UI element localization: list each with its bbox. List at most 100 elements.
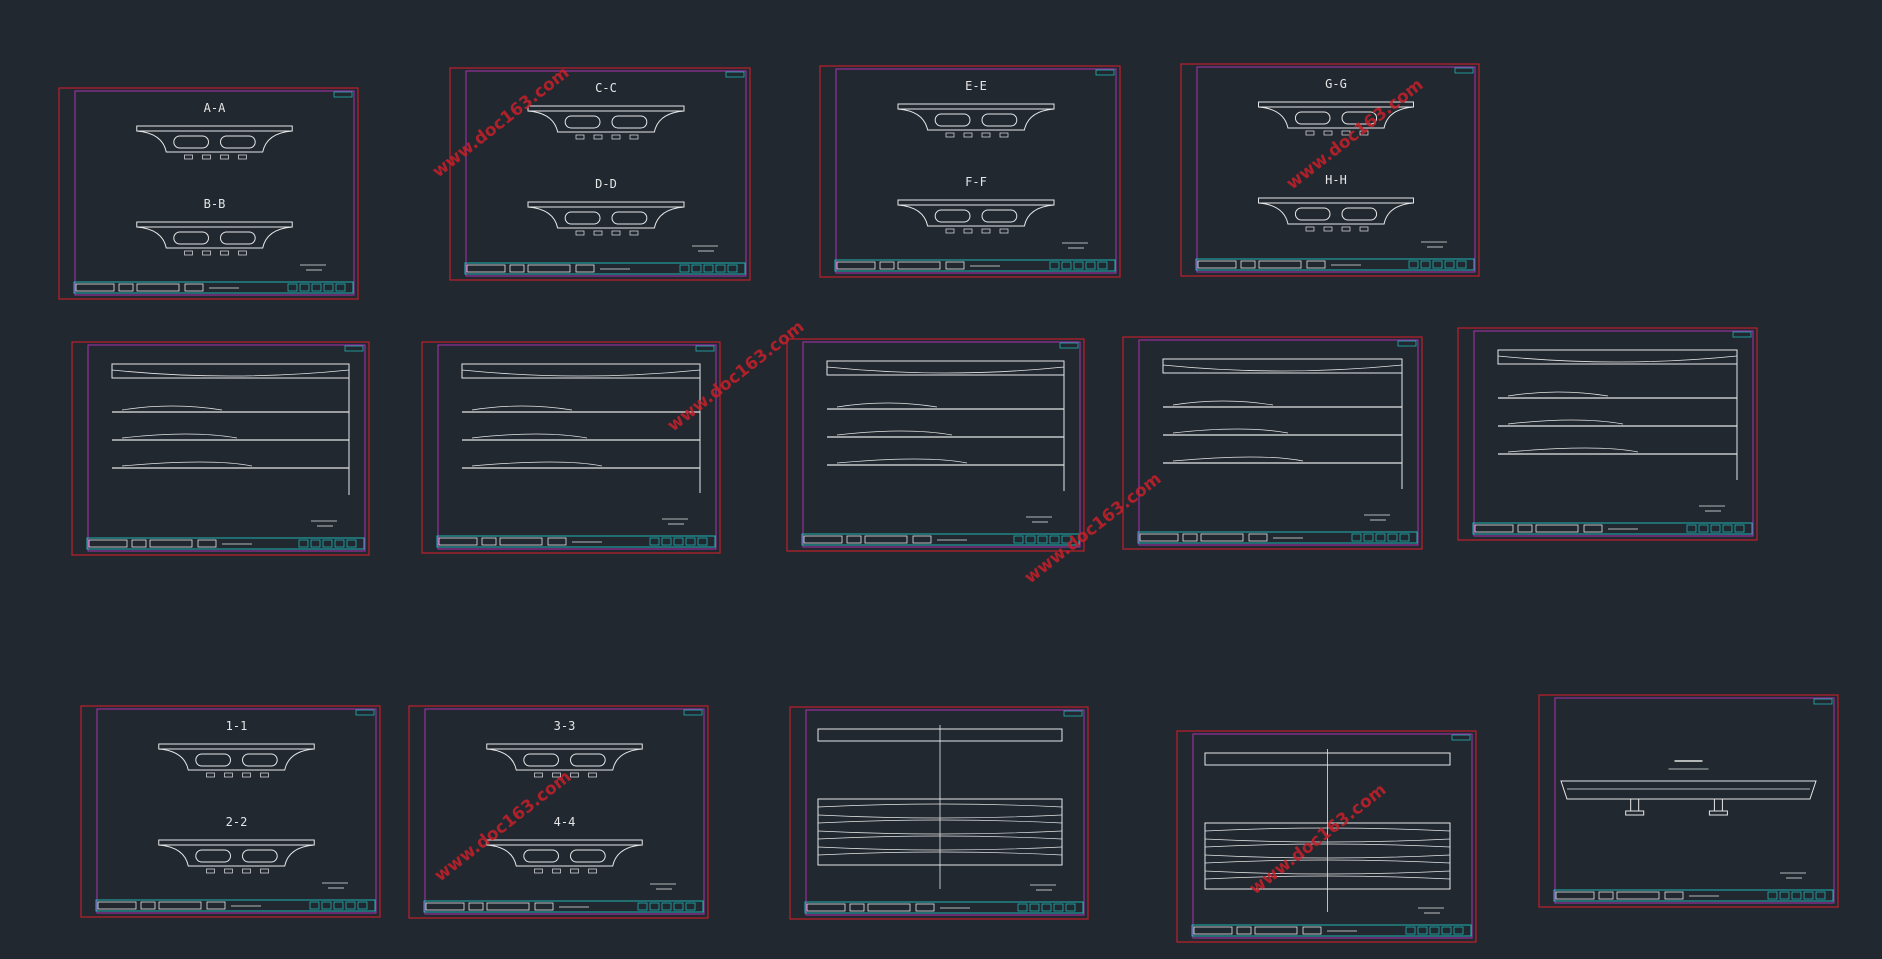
strand-line xyxy=(1204,827,1451,832)
title-block-logo xyxy=(425,902,465,911)
box-girder-outline xyxy=(136,226,293,249)
tendon-curve xyxy=(121,461,253,467)
title-block-cell xyxy=(727,264,738,273)
dimension-tag xyxy=(534,868,543,874)
sheet-number-tag xyxy=(1397,340,1417,347)
drawing-sheet[interactable]: 3-34-4 xyxy=(408,705,709,919)
title-block-cell xyxy=(1417,926,1428,935)
dimension-tag xyxy=(1341,130,1351,136)
tendon-curve xyxy=(836,430,953,436)
box-cell-left xyxy=(173,135,209,149)
dimension-tag xyxy=(1359,130,1369,136)
title-block-cell xyxy=(1236,926,1252,935)
title-block-cell xyxy=(310,539,321,548)
sheet-outer-frame xyxy=(819,65,1121,278)
box-girder-outline xyxy=(136,130,293,153)
drawing-sheet[interactable] xyxy=(421,341,721,554)
dimension-tag xyxy=(552,772,561,778)
title-block-cell xyxy=(1616,891,1660,900)
drawing-sheet[interactable]: E-EF-F xyxy=(819,65,1121,278)
title-block-cell xyxy=(486,902,530,911)
box-cell-right xyxy=(220,231,256,245)
deck-slab xyxy=(136,221,293,228)
sheet-inner-frame xyxy=(1196,66,1476,273)
drawing-sheet[interactable] xyxy=(1122,336,1423,550)
sheet-outer-frame xyxy=(789,706,1089,920)
title-block-frame xyxy=(95,899,376,912)
dimension-tag xyxy=(260,868,269,874)
strand-line xyxy=(817,819,1063,824)
drawing-sheet[interactable] xyxy=(1457,327,1758,541)
dimension-tag xyxy=(260,772,269,778)
sheet-inner-frame xyxy=(835,68,1117,274)
drawing-sheet[interactable] xyxy=(1176,730,1477,943)
sheet-inner-frame xyxy=(437,344,717,550)
deck-slab xyxy=(158,743,315,750)
tendon-curve xyxy=(121,405,223,411)
dimension-tag xyxy=(1359,226,1369,232)
box-cell-left xyxy=(1294,207,1331,221)
drawing-sheet[interactable] xyxy=(786,338,1085,552)
title-block-cell xyxy=(1029,903,1040,912)
sheet-outer-frame xyxy=(80,705,381,918)
title-block-frame xyxy=(1472,522,1753,535)
dimension-tag xyxy=(1323,226,1333,232)
box-cell-right xyxy=(1341,111,1378,125)
sheet-inner-frame xyxy=(465,70,747,277)
watermark: www.doc163.com xyxy=(1021,469,1166,588)
title-block-cell xyxy=(575,264,595,273)
title-block-cell xyxy=(867,903,911,912)
title-block xyxy=(1472,522,1753,535)
title-block-cell xyxy=(1429,926,1440,935)
drawing-sheet[interactable]: C-CD-D xyxy=(449,67,751,281)
box-cell-left xyxy=(934,209,971,223)
title-block-logo xyxy=(75,283,115,292)
sheet-outer-frame xyxy=(421,341,721,554)
box-cell-left xyxy=(523,753,560,767)
title-block-frame xyxy=(423,900,704,913)
dimension-tag xyxy=(945,132,955,138)
title-block-cell xyxy=(661,537,672,546)
strand-line xyxy=(817,851,1063,856)
dimension-tag xyxy=(945,228,955,234)
dimension-tag xyxy=(238,250,247,256)
title-block-cell xyxy=(1791,891,1802,900)
drawing-sheet[interactable] xyxy=(1538,694,1839,908)
dimension-tag xyxy=(202,154,211,160)
title-block xyxy=(73,281,354,294)
title-block xyxy=(1191,924,1472,937)
drawing-sheet[interactable]: 1-12-2 xyxy=(80,705,381,918)
strand-line xyxy=(1204,875,1451,880)
title-block-frame xyxy=(1553,889,1834,902)
sheet-outer-frame xyxy=(58,87,359,300)
drawing-sheet[interactable]: A-AB-B xyxy=(58,87,359,300)
title-block-cell xyxy=(715,264,726,273)
section-label: C-C xyxy=(595,81,617,95)
title-block xyxy=(436,535,716,548)
dimension-tag xyxy=(611,134,621,140)
title-block-cell xyxy=(661,902,672,911)
tendon-curve xyxy=(121,433,238,439)
box-cell-right xyxy=(1341,207,1378,221)
drawing-sheet[interactable] xyxy=(789,706,1089,920)
title-block-cell xyxy=(1779,891,1790,900)
pier-footing xyxy=(1625,810,1645,816)
dimension-tag xyxy=(224,772,233,778)
title-block-cell xyxy=(323,283,334,292)
title-block-cell xyxy=(1017,903,1028,912)
drawing-sheet[interactable] xyxy=(71,341,370,556)
sheet-outer-frame xyxy=(1538,694,1839,908)
drawing-sheet[interactable]: G-GH-H xyxy=(1180,63,1480,277)
title-block-logo xyxy=(1139,533,1179,542)
section-label: G-G xyxy=(1325,77,1347,91)
title-block-cell xyxy=(509,264,525,273)
title-block-cell xyxy=(1013,535,1024,544)
title-block-logo xyxy=(806,903,846,912)
strand-line xyxy=(1204,859,1451,864)
title-block xyxy=(804,901,1084,914)
title-block-cell xyxy=(197,539,217,548)
dimension-tag xyxy=(184,154,193,160)
box-cell-right xyxy=(220,135,256,149)
title-block xyxy=(1195,258,1475,271)
